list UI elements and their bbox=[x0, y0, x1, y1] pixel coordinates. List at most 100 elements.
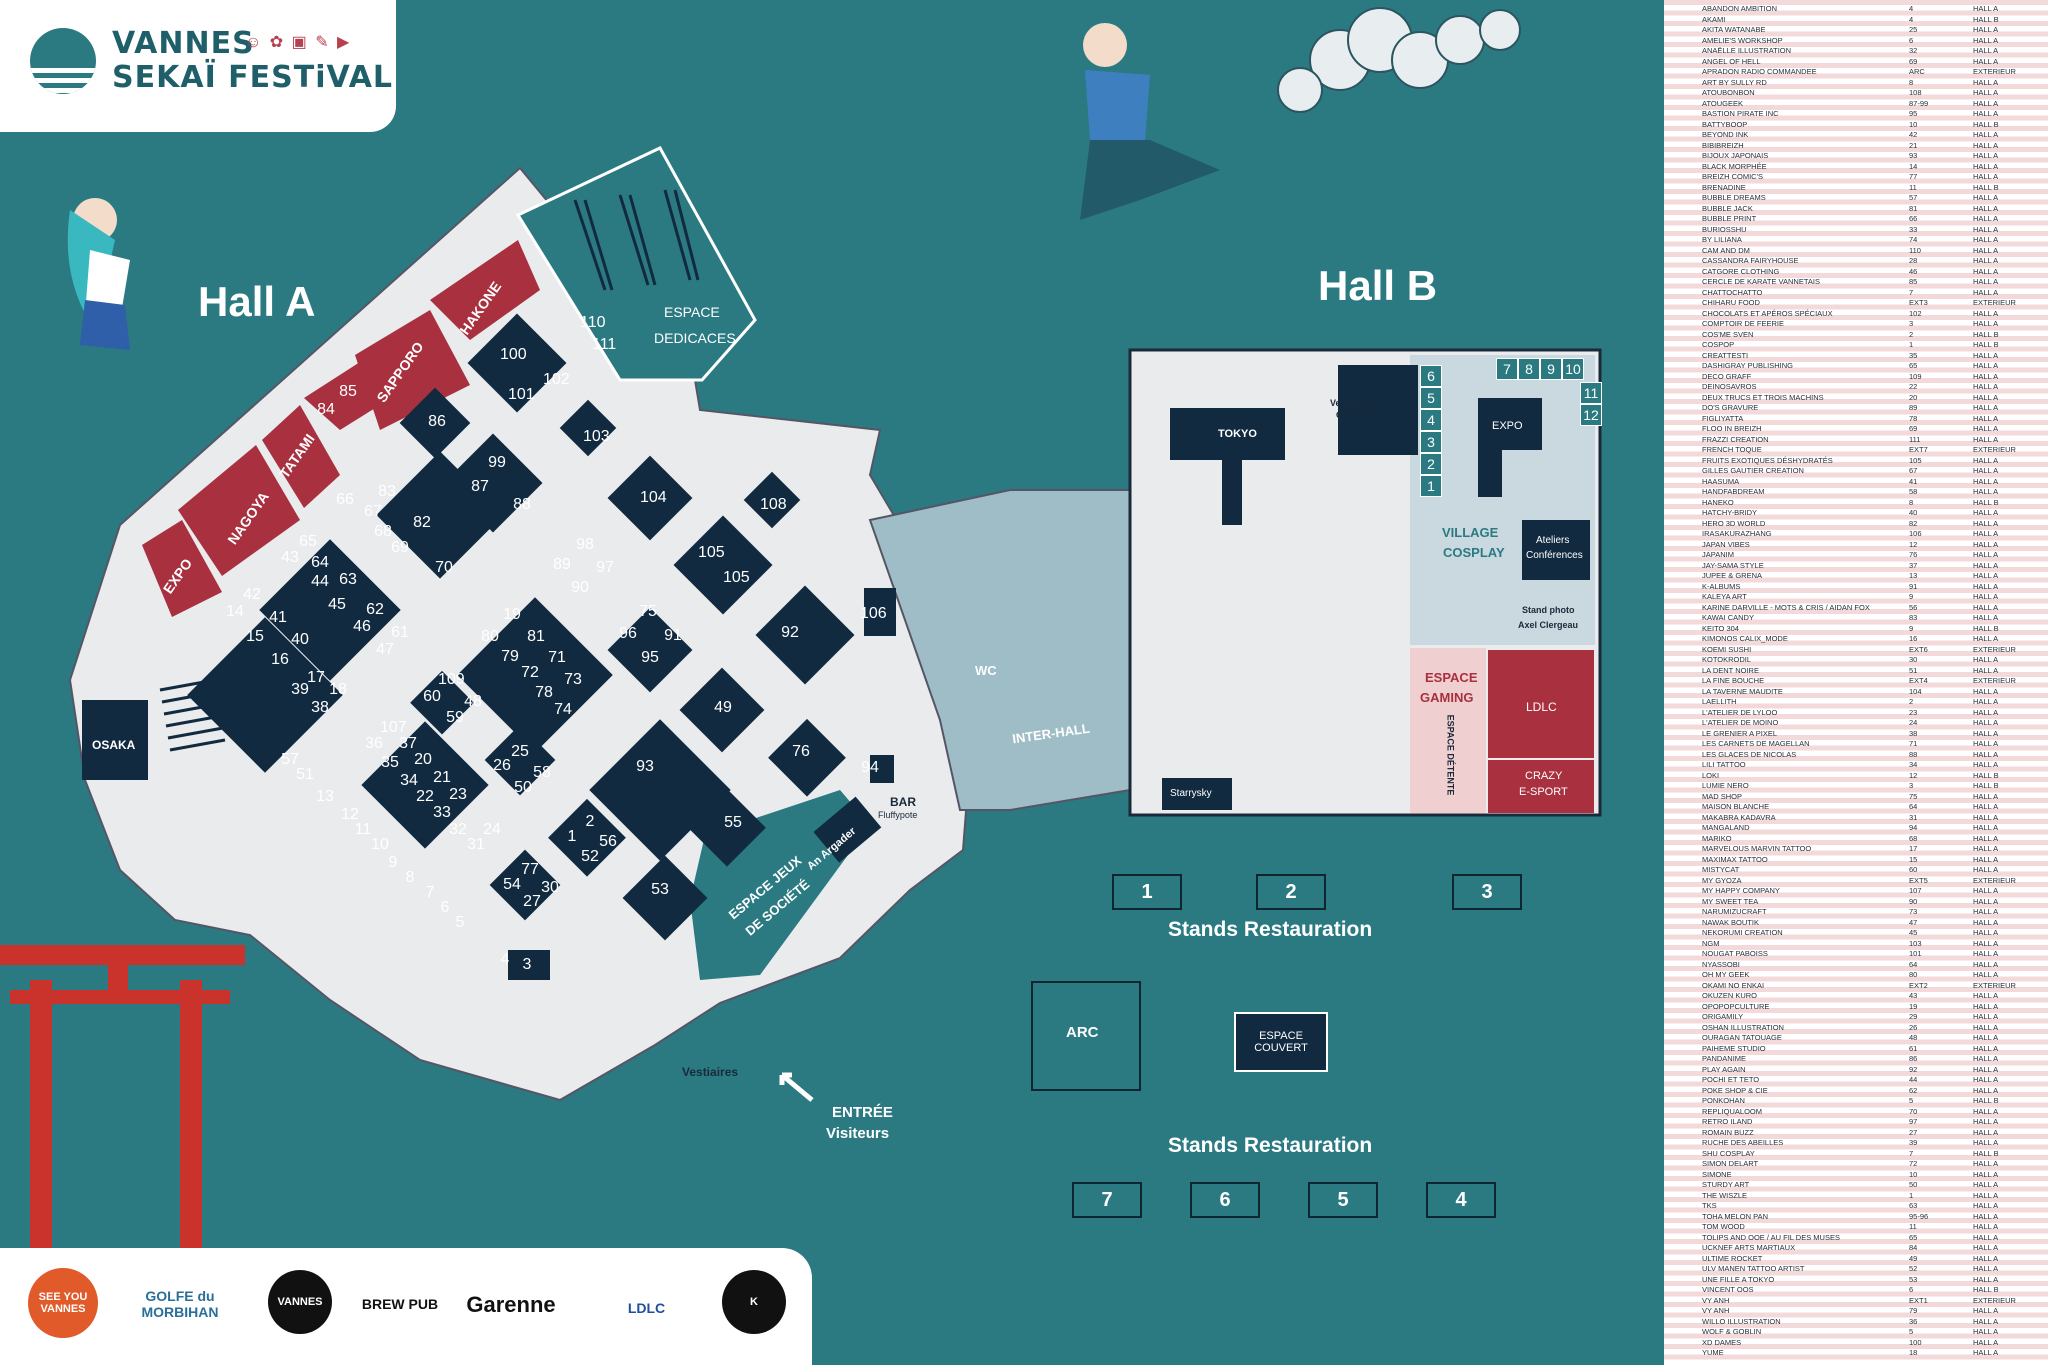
exhibitor-hall: HALL A bbox=[1973, 571, 1999, 580]
booth-number: 62 bbox=[366, 601, 384, 618]
booth-number: 84 bbox=[317, 401, 335, 418]
character-boy-illustration bbox=[1080, 23, 1220, 220]
booth-number: 4 bbox=[500, 951, 510, 968]
booth-number: 30 bbox=[541, 879, 559, 896]
hall-b-booth: 11 bbox=[1580, 382, 1602, 404]
booth-number: 100 bbox=[500, 346, 527, 363]
booth-number: 78 bbox=[535, 684, 553, 701]
exhibitor-stand: 29 bbox=[1909, 1012, 1918, 1021]
exhibitor-hall: HALL B bbox=[1973, 781, 1999, 790]
exhibitor-hall: EXTERIEUR bbox=[1973, 1295, 2016, 1305]
exhibitor-hall: HALL A bbox=[1973, 634, 1999, 643]
exhibitor-stand: 65 bbox=[1909, 1232, 1918, 1242]
hall-b-booth: 10 bbox=[1562, 358, 1584, 380]
exhibitor-hall: HALL A bbox=[1973, 1169, 1999, 1179]
exhibitor-stand: 103 bbox=[1909, 938, 1922, 948]
exhibitor-stand: 3 bbox=[1909, 781, 1914, 790]
exhibitor-name: KAWAI CANDY bbox=[1702, 613, 1754, 622]
exhibitor-stand: 72 bbox=[1909, 1159, 1918, 1168]
cloud-illustration bbox=[1277, 7, 1521, 113]
exhibitor-hall: HALL A bbox=[1973, 1337, 1999, 1347]
booth-number: 87 bbox=[471, 478, 489, 495]
exhibitor-name: RUCHE DES ABEILLES bbox=[1702, 1138, 1784, 1147]
exhibitor-hall: HALL A bbox=[1973, 749, 1999, 759]
exhibitor-hall: HALL B bbox=[1973, 1096, 1999, 1105]
exhibitor-stand: 65 bbox=[1909, 361, 1918, 370]
exhibitor-name: DEINOSAVROS bbox=[1702, 382, 1757, 391]
exhibitor-hall: HALL A bbox=[1973, 193, 1999, 202]
booth-number: 90 bbox=[571, 579, 589, 596]
booth-number: 109 bbox=[438, 671, 465, 688]
exhibitor-name: ORIGAMILY bbox=[1702, 1012, 1744, 1021]
exhibitor-hall: HALL A bbox=[1973, 487, 1999, 496]
bar-name: Fluffypote bbox=[878, 810, 918, 820]
exhibitor-stand: 64 bbox=[1909, 802, 1918, 811]
tokyo-label: TOKYO bbox=[1218, 428, 1257, 440]
exhibitor-stand: 10 bbox=[1909, 1169, 1918, 1179]
exhibitor-stand: 6 bbox=[1909, 35, 1914, 45]
exhibitor-stand: 50 bbox=[1909, 1180, 1918, 1189]
exhibitor-name: TOHA MELON PAN bbox=[1702, 1211, 1768, 1221]
exhibitor-name: CHOCOLATS ET APÉROS SPÉCIAUX bbox=[1702, 308, 1833, 318]
crazy-line-2: E-SPORT bbox=[1519, 786, 1568, 798]
exhibitor-name: HERO 3D WORLD bbox=[1702, 518, 1766, 528]
exhibitor-stand: 102 bbox=[1909, 308, 1922, 318]
exhibitor-hall: HALL A bbox=[1973, 361, 1999, 370]
exhibitor-name: BLACK MORPHÉE bbox=[1702, 161, 1767, 171]
exhibitor-hall: HALL A bbox=[1973, 854, 1999, 864]
exhibitor-hall: HALL B bbox=[1973, 623, 1999, 633]
exhibitor-name: JAY-SAMA STYLE bbox=[1702, 560, 1764, 570]
exhibitor-name: LUMIE NERO bbox=[1702, 781, 1749, 790]
booth-number: 59 bbox=[446, 709, 464, 726]
exhibitor-hall: HALL A bbox=[1973, 413, 1999, 423]
booth-number: 104 bbox=[640, 489, 667, 506]
arc-label: ARC bbox=[1066, 1024, 1099, 1041]
booth-number: 17 bbox=[307, 669, 325, 686]
booth-number: 29 bbox=[0, 0, 12, 9]
booth-number: 98 bbox=[576, 536, 594, 553]
exhibitor-stand: 2 bbox=[1909, 697, 1914, 706]
exhibitor-name: OSHAN ILLUSTRATION bbox=[1702, 1022, 1784, 1032]
booth-number: 38 bbox=[311, 699, 329, 716]
exhibitor-hall: HALL B bbox=[1973, 497, 1999, 507]
exhibitor-name: CREATTESTI bbox=[1702, 350, 1749, 360]
ldlc-label: LDLC bbox=[1526, 700, 1557, 714]
exhibitor-name: ANAËLLE ILLUSTRATION bbox=[1702, 46, 1792, 55]
exhibitor-hall: HALL A bbox=[1973, 256, 1999, 265]
booth-number: 76 bbox=[792, 743, 810, 760]
booth-number: 107 bbox=[380, 719, 407, 736]
exhibitor-hall: HALL A bbox=[1973, 455, 1999, 465]
exhibitor-name: BASTION PIRATE INC bbox=[1702, 109, 1779, 118]
booth-number: 99 bbox=[488, 454, 506, 471]
entrance-arrow-icon bbox=[779, 1072, 814, 1102]
exhibitor-name: DO'S GRAVURE bbox=[1702, 403, 1759, 412]
exhibitor-name: XD DAMES bbox=[1702, 1337, 1742, 1347]
exhibitor-stand: 9 bbox=[1909, 592, 1914, 601]
booth-number: 97 bbox=[596, 559, 614, 576]
exhibitor-stand: 45 bbox=[1909, 928, 1918, 937]
exhibitor-name: CATGORE CLOTHING bbox=[1702, 266, 1780, 276]
exhibitor-name: KIMONOS CALIX_MODE bbox=[1702, 634, 1788, 643]
exhibitor-name: LA TAVERNE MAUDITE bbox=[1702, 686, 1783, 696]
exhibitor-hall: HALL A bbox=[1973, 4, 1999, 13]
ateliers-line-1: Ateliers bbox=[1536, 535, 1570, 546]
hall-a-title: Hall A bbox=[198, 278, 316, 325]
exhibitor-name: MISTYCAT bbox=[1702, 865, 1740, 874]
